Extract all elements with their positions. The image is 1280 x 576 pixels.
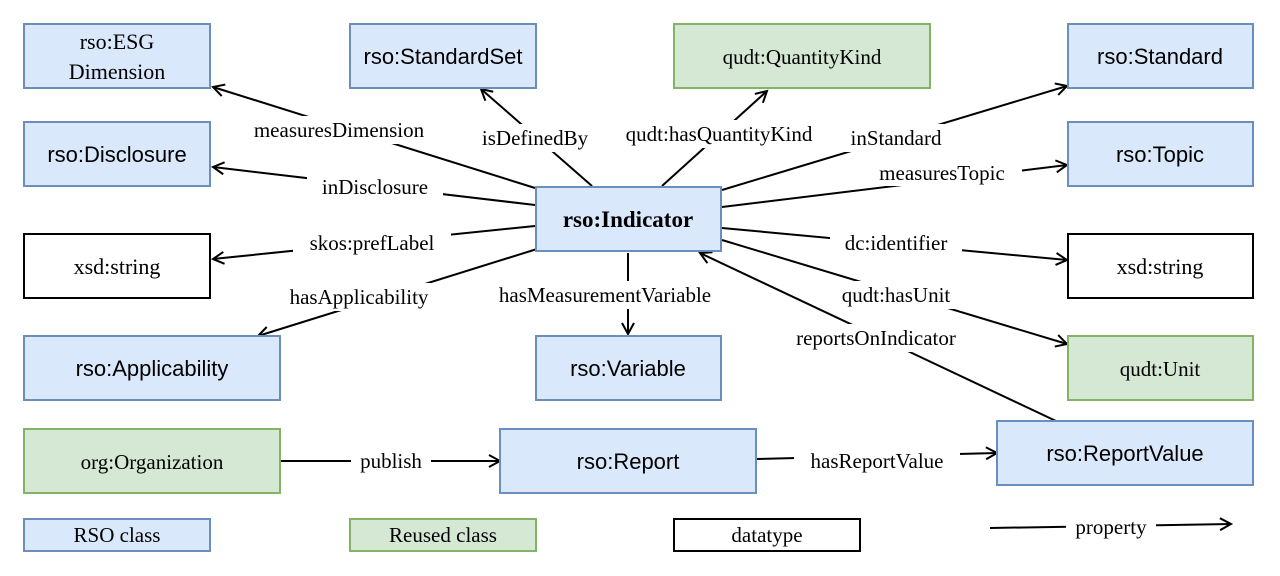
edge-label-in-standard: inStandard [851,126,942,150]
node-label: Dimension [69,59,166,84]
legend-datatype: datatype [673,518,861,552]
node-indicator[interactable]: rso:Indicator [535,186,722,252]
node-disclosure[interactable]: rso:Disclosure [23,121,211,187]
node-label: rso:Report [577,449,680,474]
edge-label-in-disclosure: inDisclosure [322,175,428,199]
legend-label: Reused class [389,523,497,547]
legend-property: property [989,515,1231,539]
node-label: qudt:QuantityKind [723,45,882,69]
node-unit[interactable]: qudt:Unit [1067,335,1254,401]
node-standard[interactable]: rso:Standard [1067,23,1254,89]
node-label: xsd:string [74,254,161,279]
edge-label-measures-dimension: measuresDimension [254,118,425,142]
edge-label-has-applicability: hasApplicability [290,285,429,309]
legend-reused-class: Reused class [349,518,537,552]
edge-label-reports-on-indicator: reportsOnIndicator [796,326,956,350]
legend-label: RSO class [74,523,161,547]
node-report[interactable]: rso:Report [499,428,757,494]
node-report-value[interactable]: rso:ReportValue [996,420,1254,486]
edges: measuresDimension isDefinedBy qudt:hasQu… [213,86,1067,474]
node-label: rso:Standard [1097,44,1223,69]
node-variable[interactable]: rso:Variable [535,335,722,401]
edge-label-measures-topic: measuresTopic [879,161,1005,185]
node-label: org:Organization [81,450,224,474]
node-applicability[interactable]: rso:Applicability [23,335,281,401]
node-label: rso:ESG [80,29,155,54]
edge-label-has-report-value: hasReportValue [811,449,944,473]
edge-label-identifier: dc:identifier [845,231,948,255]
legend-label: property [1075,515,1147,539]
node-string-right[interactable]: xsd:string [1067,233,1254,299]
node-label: rso:Disclosure [47,142,186,167]
edge-label-has-quantity-kind: qudt:hasQuantityKind [626,122,813,146]
nodes: rso:ESG Dimension rso:StandardSet qudt:Q… [23,23,1254,494]
node-standard-set[interactable]: rso:StandardSet [349,23,537,89]
node-label: qudt:Unit [1120,357,1201,381]
legend-rso-class: RSO class [23,518,211,552]
legend: RSO class Reused class datatype property [23,515,1231,552]
node-esg-dimension[interactable]: rso:ESG Dimension [23,23,211,89]
node-label: rso:Indicator [563,207,693,232]
edge-label-has-unit: qudt:hasUnit [842,283,951,307]
edge-label-publish: publish [360,449,422,473]
node-string-left[interactable]: xsd:string [23,233,211,299]
node-label: rso:Topic [1116,142,1204,167]
edge-label-has-measurement-variable: hasMeasurementVariable [499,283,711,307]
node-label: rso:Applicability [76,356,229,381]
node-quantity-kind[interactable]: qudt:QuantityKind [673,23,931,89]
node-label: rso:ReportValue [1046,441,1203,466]
edge-label-is-defined-by: isDefinedBy [482,126,589,150]
edge-label-pref-label: skos:prefLabel [310,231,435,255]
node-label: rso:Variable [570,356,686,381]
node-label: xsd:string [1117,254,1204,279]
legend-label: datatype [731,523,802,547]
node-label: rso:StandardSet [364,44,523,69]
node-organization[interactable]: org:Organization [23,428,281,494]
node-topic[interactable]: rso:Topic [1067,121,1254,187]
